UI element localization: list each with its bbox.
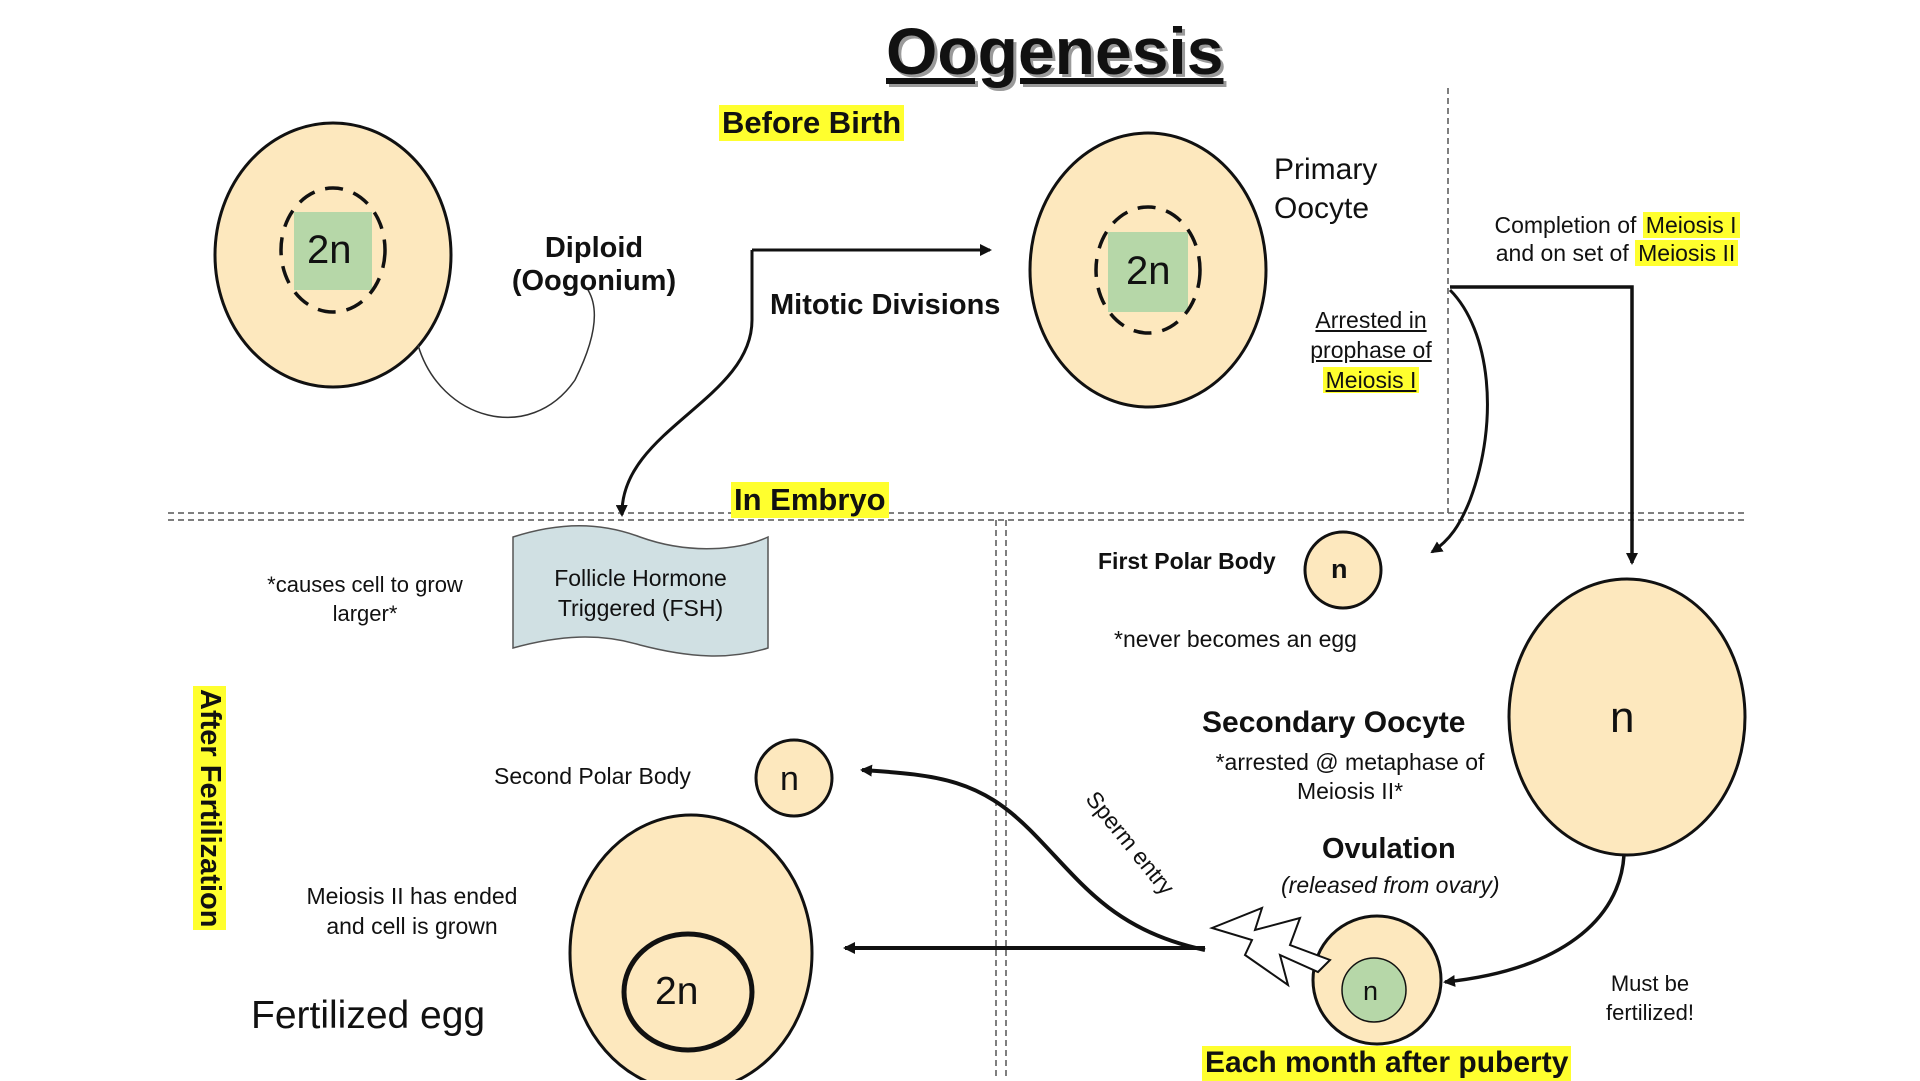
completion-meiosis1: Meiosis I: [1642, 212, 1740, 238]
stage-after-fertilization: After Fertilization: [193, 686, 226, 931]
primary-oocyte-label-line1: Primary: [1274, 153, 1378, 186]
oogonium-ploidy: 2n: [307, 228, 352, 272]
stage-before-birth: Before Birth: [719, 105, 905, 141]
lightning-bolt-icon: [1208, 906, 1332, 988]
ovulated-egg-ploidy: n: [1363, 976, 1379, 1006]
ovulation-label: Ovulation: [1322, 833, 1456, 865]
secondary-oocyte-note-line2: Meiosis II*: [1296, 777, 1404, 804]
fsh-label-line1: Follicle Hormone: [554, 565, 727, 591]
fertilized-ploidy: 2n: [655, 970, 699, 1013]
fertilized-note: Meiosis II has ended and cell is grown: [275, 882, 549, 942]
first-polar-note: *never becomes an egg: [1114, 626, 1357, 652]
fsh-banner: [512, 525, 769, 657]
mitotic-label: Mitotic Divisions: [770, 289, 1001, 321]
first-polar-body-cell: [1303, 530, 1383, 610]
arrest-note-line2: prophase of: [1310, 336, 1432, 363]
must-fertilize-note: Must be fertilized!: [1590, 970, 1710, 1027]
completion-meiosis2: Meiosis II: [1635, 239, 1739, 266]
first-polar-label: First Polar Body: [1098, 548, 1276, 574]
stage-in-embryo: In Embryo: [731, 482, 889, 518]
first-polar-ploidy: n: [1331, 554, 1348, 584]
fertilized-note-line1: Meiosis II has ended: [306, 883, 518, 909]
completion-part1: Completion of: [1494, 212, 1643, 238]
embryo-arrow: [615, 250, 754, 517]
fsh-note: *causes cell to grow larger*: [246, 571, 484, 628]
primary-oocyte-cell: [1028, 131, 1268, 409]
second-polar-arrow: [860, 764, 1206, 952]
secondary-oocyte-note-line1: *arrested @ metaphase of: [1215, 749, 1485, 775]
fsh-note-line2: larger*: [332, 600, 398, 626]
ovulated-egg: [1311, 914, 1443, 1046]
secondary-oocyte-note: *arrested @ metaphase of Meiosis II*: [1190, 748, 1510, 806]
fsh-note-line1: *causes cell to grow: [267, 572, 463, 597]
completion-note: Completion of Meiosis I and on set of Me…: [1472, 212, 1762, 267]
primary-oocyte-ploidy: 2n: [1126, 249, 1171, 293]
oogonium-label-line2: (Oogonium): [511, 265, 677, 298]
fsh-label: Follicle Hormone Triggered (FSH): [513, 564, 768, 624]
ovulation-arrow: [1443, 854, 1626, 987]
oogonium-label: Diploid (Oogonium): [498, 232, 690, 299]
fsh-label-line2: Triggered (FSH): [557, 594, 724, 621]
secondary-oocyte-ploidy: n: [1610, 693, 1635, 742]
second-polar-label: Second Polar Body: [494, 763, 691, 789]
arrest-note-line3: Meiosis I: [1322, 366, 1420, 393]
oogonium-pointer-line: [417, 289, 596, 419]
secondary-oocyte-cell: [1507, 577, 1747, 857]
fertilized-egg-cell: [568, 813, 814, 1080]
second-polar-ploidy: n: [780, 760, 799, 798]
must-fertilize-line2: fertilized!: [1605, 999, 1695, 1025]
stage-each-month: Each month after puberty: [1202, 1046, 1572, 1081]
secondary-oocyte-arrow: [1450, 285, 1638, 565]
fertilized-note-line2: and cell is grown: [326, 912, 498, 939]
oogonium-cell: [213, 121, 453, 389]
arrest-note-line1: Arrested in: [1315, 307, 1427, 333]
secondary-oocyte-label: Secondary Oocyte: [1202, 706, 1466, 739]
section-dividers: [168, 88, 1748, 1080]
first-polar-arrow: [1430, 288, 1489, 554]
completion-part2: and on set of: [1495, 239, 1636, 266]
must-fertilize-line1: Must be: [1610, 971, 1690, 996]
primary-oocyte-label: Primary Oocyte: [1274, 150, 1377, 228]
fertilized-label: Fertilized egg: [251, 994, 486, 1037]
arrest-note: Arrested in prophase of Meiosis I: [1296, 306, 1446, 396]
second-polar-body-cell: [754, 738, 834, 818]
page-title: Oogenesis: [886, 14, 1224, 88]
primary-oocyte-label-line2: Oocyte: [1274, 192, 1370, 225]
oogonium-label-line1: Diploid: [544, 232, 644, 264]
ovulation-sub: (released from ovary): [1281, 872, 1500, 898]
